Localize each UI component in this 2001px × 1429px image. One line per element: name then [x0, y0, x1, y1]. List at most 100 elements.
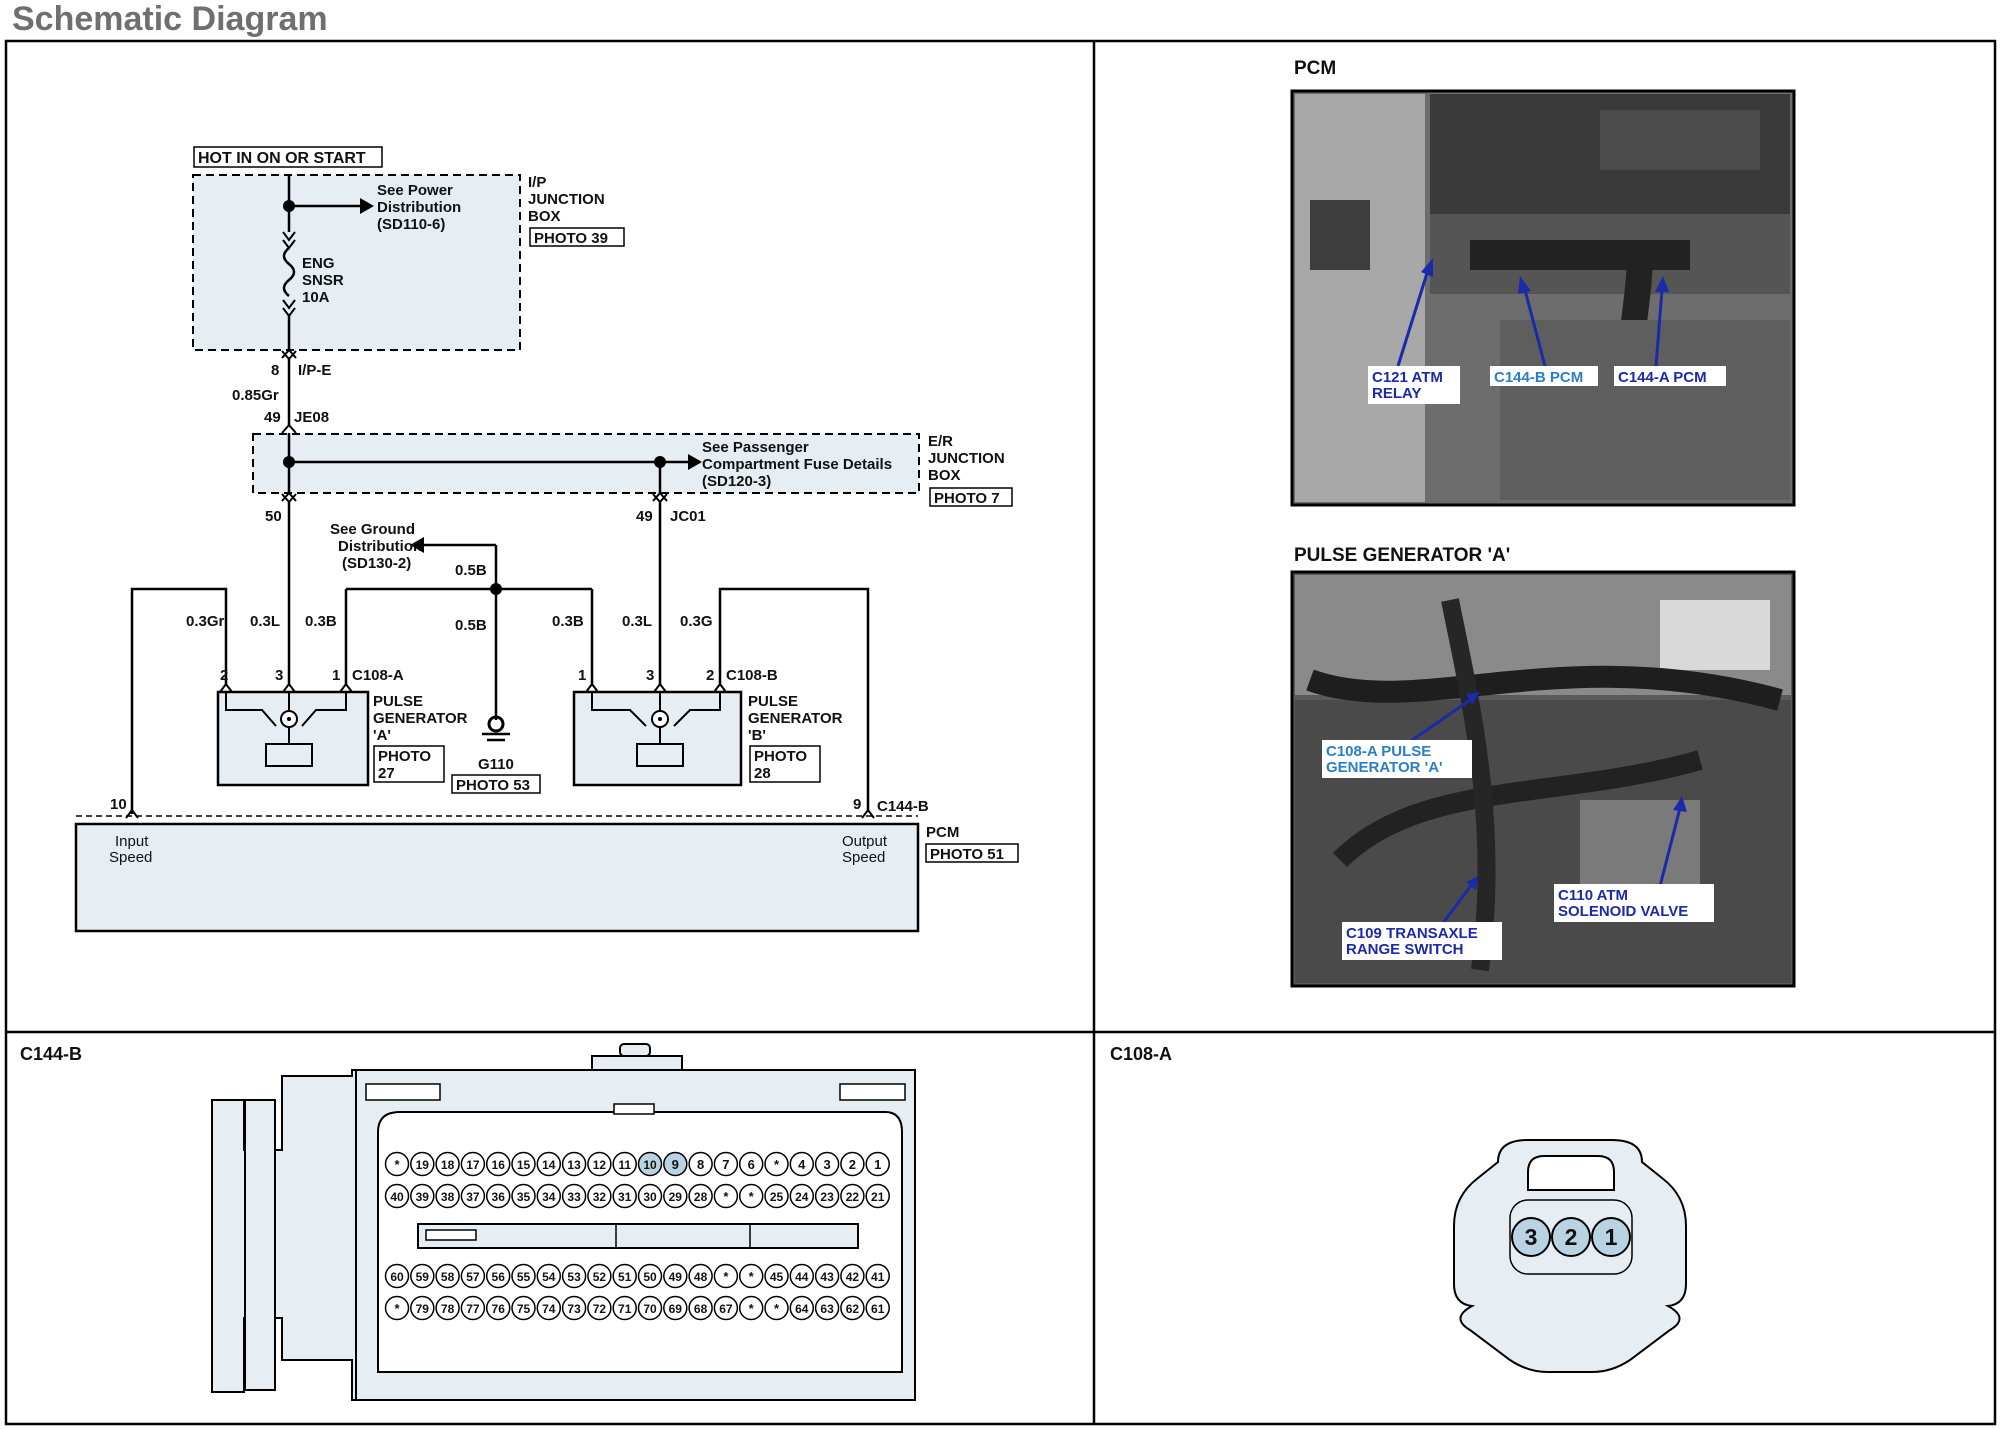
c144b-pin: [384, 1295, 410, 1321]
pg-photo-title: PULSE GENERATOR 'A': [1294, 545, 1510, 566]
c144b-pin-label: 30: [643, 1190, 657, 1204]
pin-b-1: 1: [578, 667, 586, 684]
c144b-pin-label: 28: [694, 1190, 708, 1204]
c144b-pin-label: 78: [441, 1302, 455, 1316]
c144b-pin: [485, 1151, 511, 1177]
c144b-pin: [713, 1295, 739, 1321]
pin-49: 49: [264, 409, 281, 426]
c144b-pin: [789, 1151, 815, 1177]
wire-05b-bottom: 0.5B: [455, 617, 487, 634]
c144b-pin-label: 23: [820, 1190, 834, 1204]
er-junction-box: [252, 433, 920, 494]
c144b-pin-label: 71: [618, 1302, 632, 1316]
c144b-pin: [561, 1295, 587, 1321]
c144b-pin: [840, 1263, 865, 1289]
wire-a-1: 0.3Gr: [186, 613, 225, 630]
c144b-pin: [688, 1151, 713, 1177]
c108a-pin-label: 1: [1605, 1224, 1618, 1250]
pg-b-label-3: 'B': [748, 727, 766, 744]
c144b-pin: [511, 1183, 536, 1209]
c144b-pin-label: 18: [441, 1158, 455, 1172]
c144b-pin-label: 79: [416, 1302, 430, 1316]
c144b-pin-label: 3: [823, 1157, 830, 1172]
c144b-pin-label: 77: [466, 1302, 480, 1316]
pin-50: 50: [265, 508, 282, 525]
c144b-pin: [764, 1263, 789, 1289]
c144b-pin: [561, 1263, 587, 1289]
c144b-pin: [410, 1183, 435, 1209]
c144b-pin-label: 73: [567, 1302, 581, 1316]
label-c121-2: RELAY: [1372, 385, 1421, 402]
fuse-label-3: 10A: [302, 289, 330, 306]
c144b-pin: [435, 1151, 460, 1177]
c108a-pin: [1511, 1217, 1551, 1257]
wire-085gr: 0.85Gr: [232, 387, 279, 404]
c144b-pin: [536, 1183, 562, 1209]
c144b-pin: [384, 1183, 410, 1209]
power-dist-1: See Power: [377, 182, 453, 199]
c144b-pin: [713, 1151, 739, 1177]
c144b-pin: [637, 1263, 663, 1289]
label-c108a-2: GENERATOR 'A': [1326, 759, 1443, 776]
c108a-title: C108-A: [1110, 1044, 1172, 1064]
c144b-pin: [789, 1263, 815, 1289]
c144b-pin-label: 53: [567, 1270, 581, 1284]
c144b-pin: [663, 1151, 688, 1177]
c108a-pin-label: 3: [1525, 1224, 1538, 1250]
c144b-pin-label: 22: [846, 1190, 860, 1204]
label-c121-1: C121 ATM: [1372, 369, 1443, 386]
ground-g110: G110: [478, 756, 514, 773]
c144b-pin-label: 61: [871, 1302, 885, 1316]
c144b-pin: [536, 1263, 562, 1289]
wire-a-2: 0.3L: [250, 613, 280, 630]
connector-c108a: C108-A: [352, 667, 404, 684]
pin-8: 8: [271, 362, 279, 379]
c144b-pin: [764, 1295, 789, 1321]
c144b-pin-label: 37: [466, 1190, 480, 1204]
c144b-pin: [637, 1151, 663, 1177]
input-speed-1: Input: [115, 833, 149, 850]
c144b-pin-label: 6: [748, 1157, 755, 1172]
c144b-pin-label: 8: [697, 1157, 704, 1172]
c144b-pin-label: 64: [795, 1302, 809, 1316]
c144b-pin-label: 24: [795, 1190, 809, 1204]
c144b-pin: [840, 1151, 865, 1177]
c144b-pin: [663, 1263, 688, 1289]
c144b-pin: [663, 1295, 688, 1321]
c144b-pin: [536, 1151, 562, 1177]
photo-28-line1: PHOTO: [754, 748, 807, 765]
c144b-pin-label: 15: [517, 1158, 531, 1172]
c144b-pin: [511, 1263, 536, 1289]
outer-frame: [4, 39, 1997, 1426]
power-dist-2: Distribution: [377, 199, 461, 216]
c144b-pin: [713, 1263, 739, 1289]
ground-dist-1: See Ground: [330, 521, 415, 538]
output-speed-1: Output: [842, 833, 888, 850]
er-photo-ref: PHOTO 7: [934, 490, 1000, 507]
ip-junction-box: [192, 174, 521, 351]
c144b-pin: [587, 1263, 612, 1289]
c144b-pin-label: 70: [643, 1302, 657, 1316]
wire-b-3: 0.3G: [680, 613, 713, 630]
c144b-pin-label: 32: [593, 1190, 607, 1204]
c108a-pin-label: 2: [1565, 1224, 1578, 1250]
c144b-pin-label: 9: [672, 1157, 679, 1172]
c144b-pin: [435, 1263, 460, 1289]
connector-je08: JE08: [294, 409, 329, 426]
c144b-pin: [840, 1183, 865, 1209]
c108a-pin: [1591, 1217, 1631, 1257]
ip-junction-label-3: BOX: [528, 208, 561, 225]
pcm-photo-panel: PCM C121 ATM RELAY C144-B PCM C144-A PCM: [1290, 58, 1796, 507]
c144b-pin: [384, 1151, 410, 1177]
c144b-pin-label: 40: [390, 1190, 404, 1204]
c144b-pin-label: *: [774, 1301, 780, 1316]
c144b-pin: [789, 1295, 815, 1321]
c144b-pin-label: *: [394, 1157, 400, 1172]
label-c108a-1: C108-A PULSE: [1326, 743, 1431, 760]
c144b-pin: [612, 1151, 637, 1177]
pass-fuse-1: See Passenger: [702, 439, 809, 456]
c144b-pin-label: *: [749, 1269, 755, 1284]
pin-a-3: 3: [275, 667, 283, 684]
